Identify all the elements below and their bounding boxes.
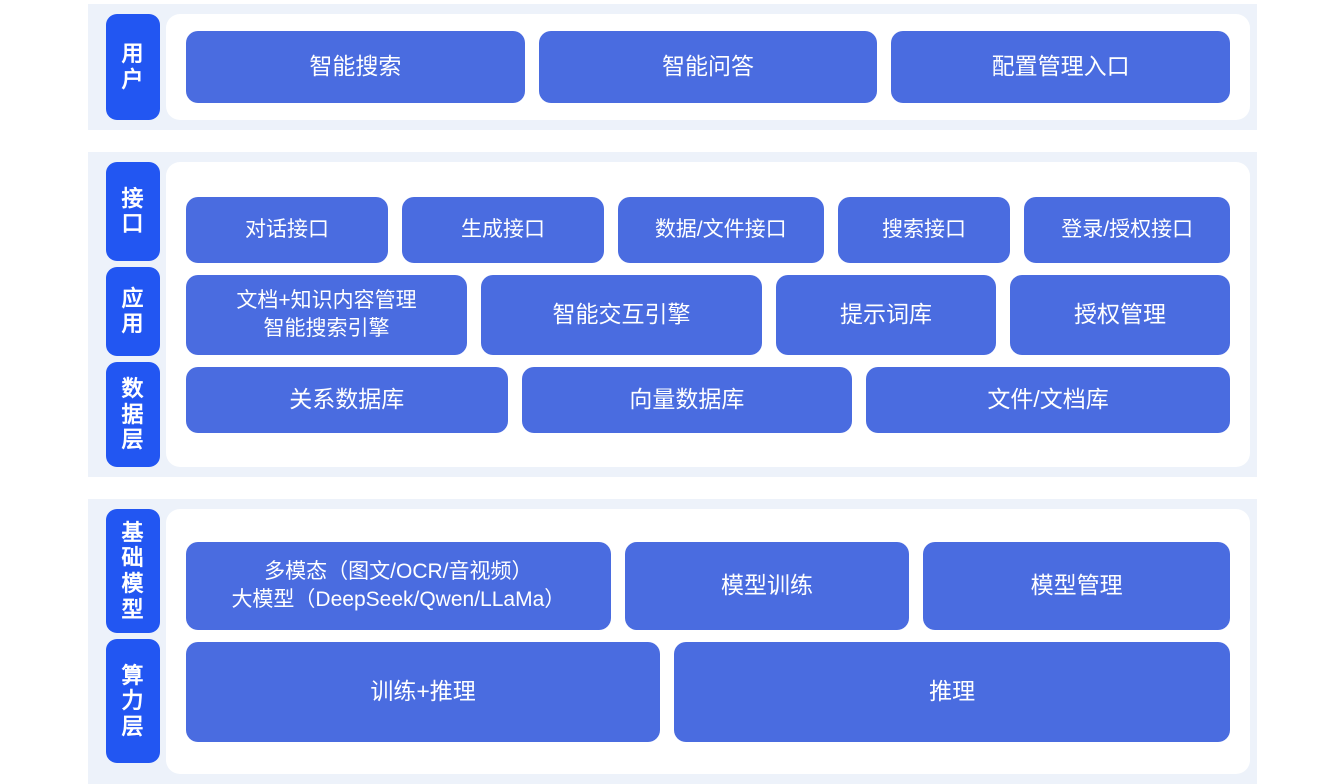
box-generate-api[interactable]: 生成接口 <box>401 196 604 263</box>
row-foundation-model: 多模态（图文/OCR/音视频） 大模型（DeepSeek/Qwen/LLaMa）… <box>186 541 1230 630</box>
box-search-api[interactable]: 搜索接口 <box>837 196 1011 263</box>
rail-label-user-text: 用户 <box>121 41 145 92</box>
rail-label-foundation-model-text: 基础模型 <box>121 519 145 622</box>
rail-label-foundation-model[interactable]: 基础模型 <box>106 509 160 633</box>
box-model-management[interactable]: 模型管理 <box>923 541 1230 630</box>
rail-label-application-text: 应用 <box>121 285 145 337</box>
box-training-and-inference[interactable]: 训练+推理 <box>186 641 661 742</box>
box-data-file-api[interactable]: 数据/文件接口 <box>617 196 824 263</box>
box-authorization-management[interactable]: 授权管理 <box>1009 274 1230 355</box>
rail-label-interface-text: 接口 <box>121 185 145 237</box>
rail-user: 用户 <box>88 4 160 130</box>
box-file-document-store[interactable]: 文件/文档库 <box>866 366 1230 433</box>
rail-label-data[interactable]: 数据层 <box>106 361 160 467</box>
box-inference[interactable]: 推理 <box>674 641 1230 742</box>
box-vector-database[interactable]: 向量数据库 <box>521 366 853 433</box>
box-interaction-engine[interactable]: 智能交互引擎 <box>480 274 762 355</box>
section-platform: 接口 应用 数据层 对话接口 生成接口 数据/文件接口 搜索接口 登录/授权接口… <box>88 152 1257 477</box>
box-doc-knowledge-management[interactable]: 文档+知识内容管理 智能搜索引擎 <box>186 274 467 355</box>
box-prompt-library[interactable]: 提示词库 <box>775 274 996 355</box>
box-model-training[interactable]: 模型训练 <box>624 541 910 630</box>
rail-label-data-text: 数据层 <box>121 376 145 453</box>
row-user-entries: 智能搜索 智能问答 配置管理入口 <box>186 31 1231 103</box>
row-interface: 对话接口 生成接口 数据/文件接口 搜索接口 登录/授权接口 <box>186 196 1231 263</box>
rail-platform: 接口 应用 数据层 <box>88 152 160 477</box>
panel-platform: 对话接口 生成接口 数据/文件接口 搜索接口 登录/授权接口 文档+知识内容管理… <box>166 162 1250 467</box>
rail-label-compute-text: 算力层 <box>121 662 145 739</box>
rail-label-application[interactable]: 应用 <box>106 266 160 356</box>
row-compute-layer: 训练+推理 推理 <box>186 641 1230 742</box>
box-smart-search[interactable]: 智能搜索 <box>186 31 525 103</box>
box-relational-database[interactable]: 关系数据库 <box>186 366 508 433</box>
box-smart-qa[interactable]: 智能问答 <box>538 31 878 103</box>
section-infrastructure: 基础模型 算力层 多模态（图文/OCR/音视频） 大模型（DeepSeek/Qw… <box>88 499 1257 784</box>
box-login-auth-api[interactable]: 登录/授权接口 <box>1024 196 1231 263</box>
rail-infrastructure: 基础模型 算力层 <box>88 499 160 784</box>
row-application: 文档+知识内容管理 智能搜索引擎 智能交互引擎 提示词库 授权管理 <box>186 274 1230 355</box>
panel-infrastructure: 多模态（图文/OCR/音视频） 大模型（DeepSeek/Qwen/LLaMa）… <box>166 509 1250 774</box>
rail-label-user[interactable]: 用户 <box>106 14 160 120</box>
rail-label-interface[interactable]: 接口 <box>106 162 160 261</box>
box-multimodal-large-model[interactable]: 多模态（图文/OCR/音视频） 大模型（DeepSeek/Qwen/LLaMa） <box>186 541 611 630</box>
row-data-layer: 关系数据库 向量数据库 文件/文档库 <box>186 366 1230 433</box>
rail-label-compute[interactable]: 算力层 <box>106 639 160 763</box>
section-user: 用户 智能搜索 智能问答 配置管理入口 <box>88 4 1257 130</box>
panel-user: 智能搜索 智能问答 配置管理入口 <box>166 14 1250 120</box>
box-config-management-entry[interactable]: 配置管理入口 <box>891 31 1231 103</box>
box-dialog-api[interactable]: 对话接口 <box>186 196 388 263</box>
